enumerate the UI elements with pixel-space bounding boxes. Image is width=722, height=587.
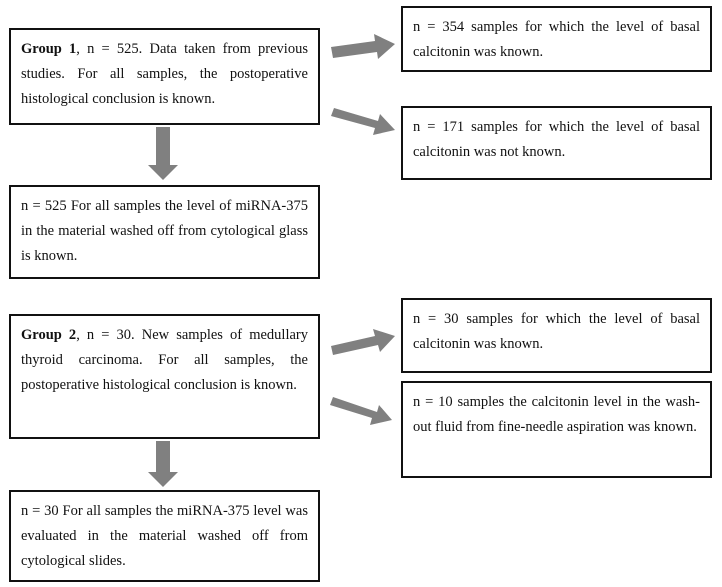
group1-known-text: n = 354 samples for which the level of b… xyxy=(413,19,700,60)
arrow-group1-to-unknown xyxy=(331,108,395,135)
group1-unknown-text: n = 171 samples for which the level of b… xyxy=(413,119,700,160)
group2-mirna-box: n = 30 For all samples the miRNA-375 lev… xyxy=(9,490,320,582)
group1-unknown-box: n = 171 samples for which the level of b… xyxy=(401,106,712,180)
group1-text: , n = 525. Data taken from previous stud… xyxy=(21,41,308,107)
group2-label: Group 2 xyxy=(21,327,77,343)
group1-known-box: n = 354 samples for which the level of b… xyxy=(401,6,712,72)
group2-washout-box: n = 10 samples the calcitonin level in t… xyxy=(401,381,712,478)
group1-mirna-box: n = 525 For all samples the level of miR… xyxy=(9,185,320,279)
group2-box: Group 2, n = 30. New samples of medullar… xyxy=(9,314,320,439)
arrow-group2-to-known xyxy=(331,329,395,355)
group2-known-text: n = 30 samples for which the level of ba… xyxy=(413,311,700,352)
arrow-group2-to-washout xyxy=(330,397,392,425)
group2-mirna-text: n = 30 For all samples the miRNA-375 lev… xyxy=(21,503,308,569)
group2-washout-text: n = 10 samples the calcitonin level in t… xyxy=(413,394,700,435)
arrow-group1-to-mirna xyxy=(148,127,178,180)
group1-label: Group 1 xyxy=(21,41,77,57)
arrow-group2-to-mirna xyxy=(148,441,178,487)
group1-mirna-text: n = 525 For all samples the level of miR… xyxy=(21,198,308,264)
arrow-group1-to-known xyxy=(331,34,395,59)
group2-known-box: n = 30 samples for which the level of ba… xyxy=(401,298,712,373)
group1-box: Group 1, n = 525. Data taken from previo… xyxy=(9,28,320,125)
group2-text: , n = 30. New samples of medullary thyro… xyxy=(21,327,308,393)
